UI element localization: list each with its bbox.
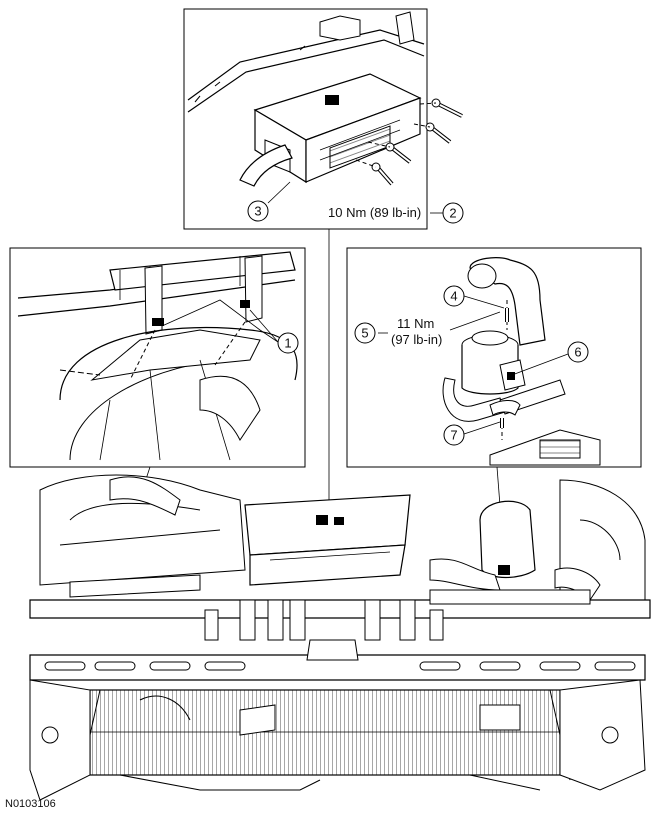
callout-6-number: 6: [574, 345, 581, 360]
fuse-box-module: [253, 73, 422, 184]
hood-latch-posts: [204, 599, 444, 641]
callout-7-number: 7: [450, 428, 457, 443]
torque-spec-reservoir-line2: (97 lb-in): [391, 332, 442, 347]
callout-5-number: 5: [361, 326, 368, 341]
front-panel-slots: [44, 661, 636, 671]
figure-id: N0103106: [5, 798, 56, 810]
callout-4: [443, 285, 465, 307]
callout-5: [354, 322, 376, 344]
engine-bay-main-view: [29, 474, 651, 801]
coolant-reservoir: [461, 330, 526, 395]
left-detail-panel: 1: [9, 247, 306, 468]
callout-2: [442, 202, 464, 224]
bolt-icon: [425, 122, 452, 144]
callout-6: [567, 341, 589, 363]
bolt-icon: [431, 98, 463, 118]
top-detail-panel: 3 10 Nm (89 lb-in) 2: [183, 8, 464, 230]
callout-1-number: 1: [284, 336, 291, 351]
callout-7: [443, 424, 465, 446]
callout-2-number: 2: [449, 206, 456, 221]
torque-spec-bolts: 10 Nm (89 lb-in): [328, 205, 421, 220]
bolt-icon: [385, 142, 412, 164]
callout-3-number: 3: [254, 204, 261, 219]
torque-spec-reservoir-line1: 11 Nm: [397, 316, 434, 331]
callout-4-number: 4: [450, 289, 457, 304]
right-detail-panel: 4 5 11 Nm (97 lb-in) 6 7: [346, 247, 642, 468]
callout-3: [247, 200, 269, 222]
radiator-core: [79, 689, 571, 781]
fuse-box-main: [244, 494, 411, 586]
callout-1: [277, 332, 299, 354]
